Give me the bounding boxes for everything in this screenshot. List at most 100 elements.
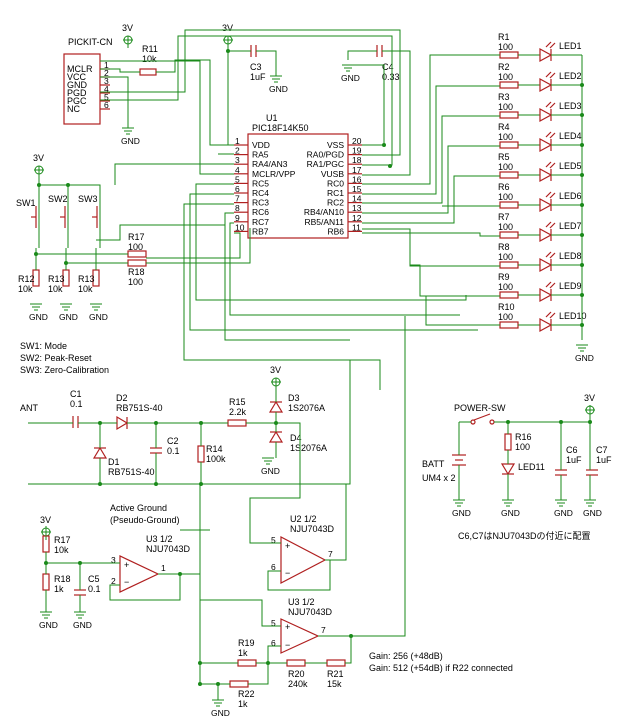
feedback-network: R19 1k R20 240k R21 15k R22 1k xyxy=(229,638,346,709)
r14-val: 100k xyxy=(206,454,226,464)
ic-left-pin-10: RB7 xyxy=(252,226,269,236)
r19-ref: R19 xyxy=(238,638,255,648)
svg-text:−: − xyxy=(124,577,129,587)
sw2-label: SW2 xyxy=(48,194,68,204)
power-sw-label: POWER-SW xyxy=(454,403,506,413)
r13a-val: 10k xyxy=(48,284,63,294)
gnd-label-4: GND xyxy=(59,312,78,322)
sw3-label: SW3 xyxy=(78,194,98,204)
c7-ref: C7 xyxy=(596,445,608,455)
gnd-label-8: GND xyxy=(452,508,471,518)
legend-sw1: SW1: Mode xyxy=(20,341,67,351)
led-r-ref-6: R6 xyxy=(498,182,510,192)
gnd-label-11: GND xyxy=(583,508,602,518)
supply-label-3: 3V xyxy=(270,365,281,375)
gnd-label-6: GND xyxy=(575,353,594,363)
gnd-label-7: GND xyxy=(261,466,280,476)
ic-right-num-4: 17 xyxy=(352,165,362,175)
c4-val: 0.33 xyxy=(382,72,400,82)
switch-section: SW1 SW2 SW3 R12 10k R13 10k R13 10k xyxy=(16,194,100,294)
pseudo-ground-divider: R17 10k R18 1k C5 0.1 xyxy=(42,535,101,596)
r17-r18-top: R17 100 R18 100 xyxy=(127,232,147,287)
gain-line2: Gain: 512 (+54dB) if R22 connected xyxy=(369,663,513,673)
pickit-pin-4-num: 4 xyxy=(104,84,109,94)
led-label-4: LED4 xyxy=(559,131,582,141)
ic-right-num-8: 13 xyxy=(352,203,362,213)
supply-label-2: 3V xyxy=(33,153,44,163)
led-label-6: LED6 xyxy=(559,191,582,201)
svg-text:−: − xyxy=(285,568,290,578)
ic-left-pin-9: RC7 xyxy=(252,217,269,227)
ic-left-pin-2: RA5 xyxy=(252,150,269,160)
svg-text:+: + xyxy=(285,622,290,632)
c4-ref: C4 xyxy=(382,62,394,72)
svg-text:+: + xyxy=(285,541,290,551)
r21-ref: R21 xyxy=(327,669,344,679)
opamp-u2: U2 1/2 NJU7043D + − 5 6 7 xyxy=(271,514,335,584)
led-r-ref-7: R7 xyxy=(498,212,510,222)
c1-ref: C1 xyxy=(70,389,82,399)
ic-right-num-10: 11 xyxy=(352,222,361,232)
ic-right-num-6: 15 xyxy=(352,184,362,194)
pickit-pin-1-name: MCLR xyxy=(67,64,93,74)
supply-label-5: 3V xyxy=(40,515,51,525)
ic-left-num-3: 3 xyxy=(235,155,240,165)
pickit-pin-2-name: VCC xyxy=(67,72,87,82)
c2-ref: C2 xyxy=(167,436,179,446)
c1-val: 0.1 xyxy=(70,399,83,409)
pickit-pin-6-name: NC xyxy=(67,104,80,114)
r21-val: 15k xyxy=(327,679,342,689)
ic-right-pin-9: RB5/AN11 xyxy=(304,217,344,227)
ic-right-num-7: 14 xyxy=(352,194,362,204)
legend-sw2: SW2: Peak-Reset xyxy=(20,353,92,363)
ic-left-pin-4: MCLR/VPP xyxy=(252,169,296,179)
led-label-2: LED2 xyxy=(559,71,582,81)
r20-val: 240k xyxy=(288,679,308,689)
ic-left-num-2: 2 xyxy=(235,146,240,156)
r19-val: 1k xyxy=(238,648,248,658)
ic-left-pin-3: RA4/AN3 xyxy=(252,159,288,169)
c2-val: 0.1 xyxy=(167,446,180,456)
d1-ref: D1 xyxy=(108,457,120,467)
r18b-val: 1k xyxy=(54,584,64,594)
ic-left-pin-7: RC3 xyxy=(252,198,269,208)
active-ground-line1: Active Ground xyxy=(110,503,167,513)
u3a-pin3: 3 xyxy=(111,555,116,565)
active-ground-note: Active Ground (Pseudo-Ground) xyxy=(110,503,180,525)
r13a-ref: R13 xyxy=(48,274,65,284)
ic-right-pin-1: VSS xyxy=(327,140,344,150)
ic-right-pin-8: RB4/AN10 xyxy=(304,207,344,217)
pickit-pin-3-num: 3 xyxy=(104,76,109,86)
pickit-pin-5-num: 5 xyxy=(104,92,109,102)
batt-val: UM4 x 2 xyxy=(422,473,456,483)
led-r-ref-4: R4 xyxy=(498,122,510,132)
d1-val: RB751S-40 xyxy=(108,467,155,477)
ic-left-pin-8: RC6 xyxy=(252,207,269,217)
d2-val: RB751S-40 xyxy=(116,403,163,413)
r11: R11 10k xyxy=(139,44,158,76)
r11-val: 10k xyxy=(142,54,157,64)
ic-right-pin-4: VUSB xyxy=(321,169,344,179)
u3b-pin7: 7 xyxy=(321,625,326,635)
pickit-pin-3-name: GND xyxy=(67,80,88,90)
r22-val: 1k xyxy=(238,699,248,709)
led-label-8: LED8 xyxy=(559,251,582,261)
r12-val: 10k xyxy=(18,284,33,294)
u2-pin5: 5 xyxy=(271,535,276,545)
r17b-val: 10k xyxy=(54,545,69,555)
opamp-u3b: U3 1/2 NJU7043D + − 5 6 7 xyxy=(271,597,333,654)
led-r-ref-8: R8 xyxy=(498,242,510,252)
led-label-10: LED10 xyxy=(559,311,587,321)
gnd-label-10: GND xyxy=(554,508,573,518)
led11-label: LED11 xyxy=(518,462,545,472)
gnd-label-0: GND xyxy=(121,136,140,146)
led-r-val-9: 100 xyxy=(498,282,513,292)
power-section: POWER-SW BATT UM4 x 2 R16 100 LED11 C6 1… xyxy=(422,403,612,541)
c3-val: 1uF xyxy=(250,72,266,82)
gain-note: Gain: 256 (+48dB) Gain: 512 (+54dB) if R… xyxy=(369,651,513,673)
ic-right-pin-10: RB6 xyxy=(327,226,344,236)
